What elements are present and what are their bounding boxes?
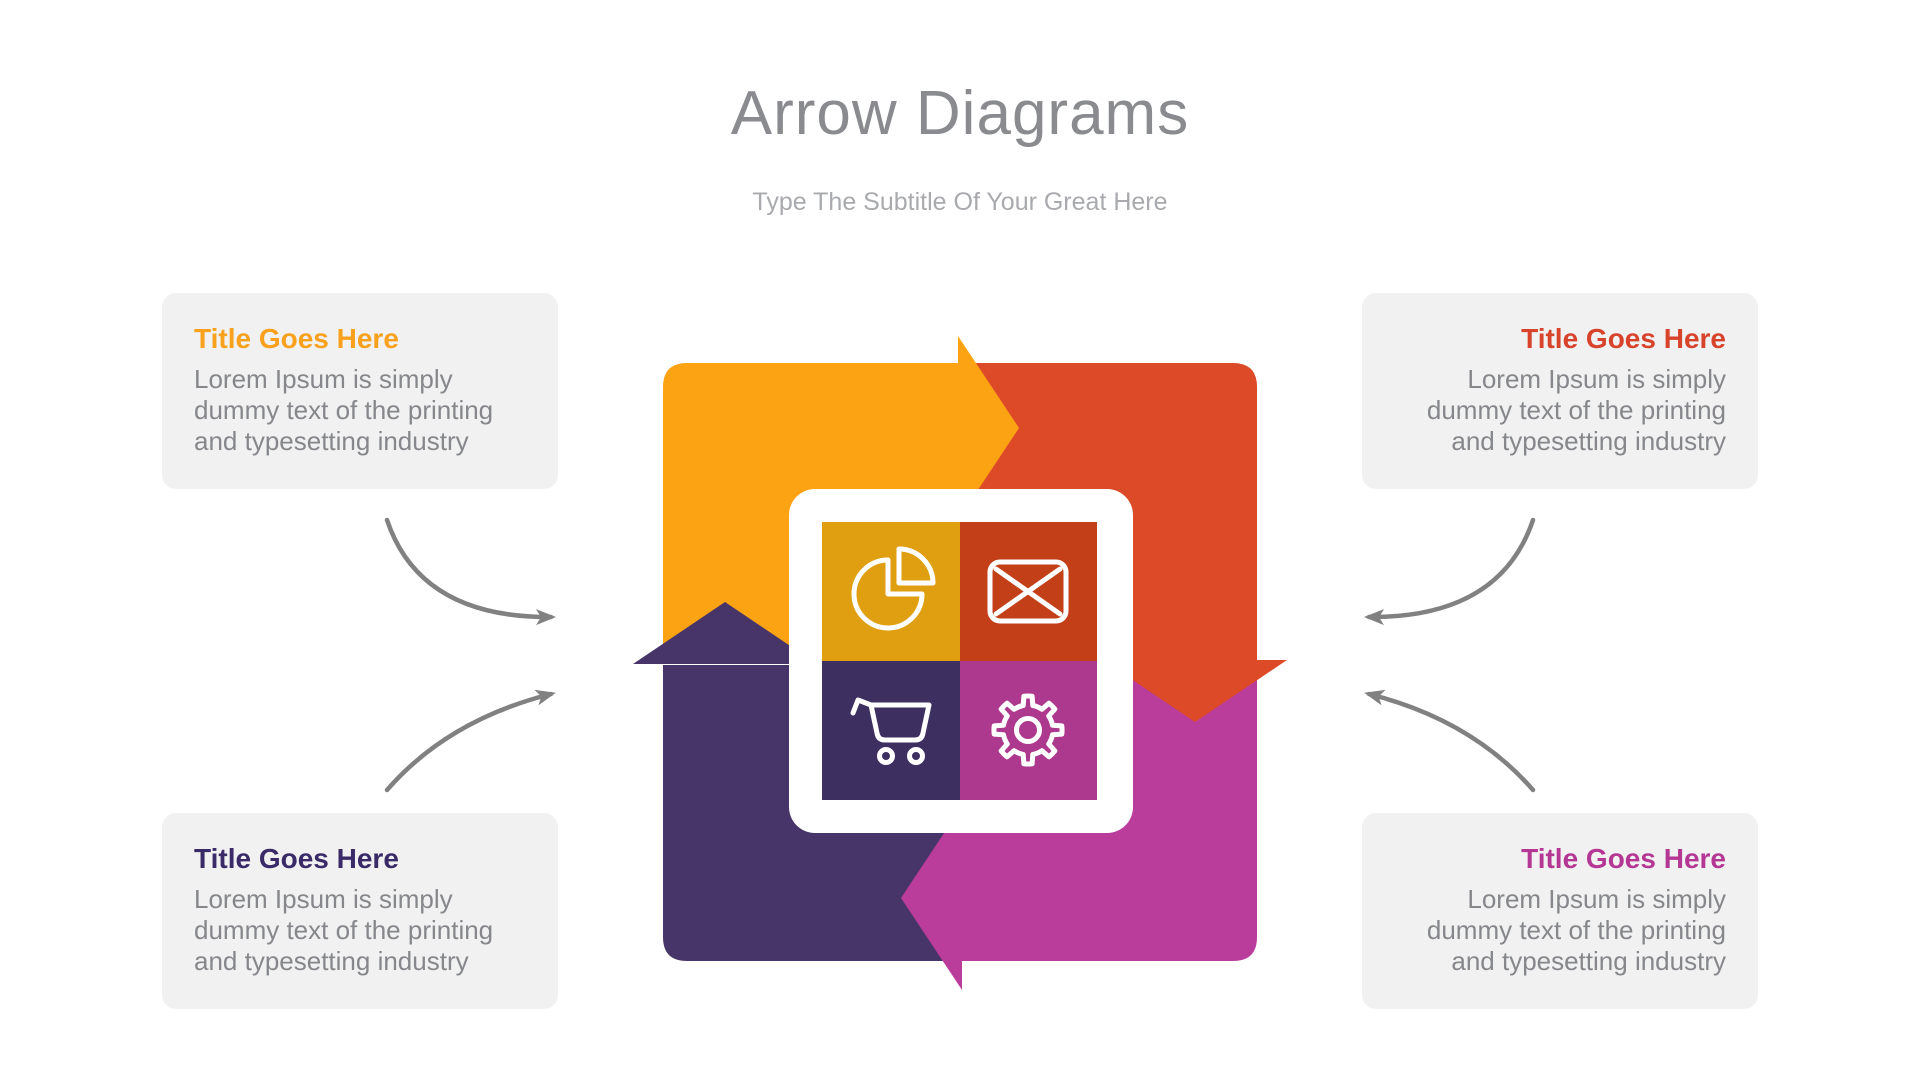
tile-icons [850,546,1069,767]
arrowhead-yellow-right [958,336,1019,520]
info-box-top-left: Title Goes Here Lorem Ipsum is simply du… [162,293,558,489]
connector-bottom-left [384,689,556,793]
arrowhead-magenta-left [901,806,962,990]
arrowhead-purple-up [633,602,817,664]
info-box-top-right: Title Goes Here Lorem Ipsum is simply du… [1362,293,1758,489]
info-box-bottom-left: Title Goes Here Lorem Ipsum is simply du… [162,813,558,1009]
connector-top-left [384,517,556,626]
info-box-title: Title Goes Here [1521,843,1726,874]
info-box-body: Lorem Ipsum is simply dummy text of the … [194,884,494,976]
page-title: Arrow Diagrams [730,79,1190,148]
info-box-title: Title Goes Here [194,843,399,874]
info-box-title: Title Goes Here [1521,323,1726,354]
connector-top-right [1364,517,1536,626]
info-box-body: Lorem Ipsum is simply dummy text of the … [1426,364,1726,456]
info-box-body: Lorem Ipsum is simply dummy text of the … [194,364,494,456]
page-subtitle: Type The Subtitle Of Your Great Here [752,188,1168,216]
info-box-title: Title Goes Here [194,323,399,354]
tile-magenta [960,661,1097,800]
tile-purple [822,661,960,800]
gear-icon [991,693,1065,767]
arrowhead-red-down [1103,660,1287,722]
mail-icon [987,559,1069,624]
pie-chart-icon [851,546,936,631]
info-box-body: Lorem Ipsum is simply dummy text of the … [1426,884,1726,976]
connector-bottom-right [1364,689,1536,793]
connector-arrows [384,517,1536,793]
info-box-bottom-right: Title Goes Here Lorem Ipsum is simply du… [1362,813,1758,1009]
shopping-cart-icon [850,697,932,765]
